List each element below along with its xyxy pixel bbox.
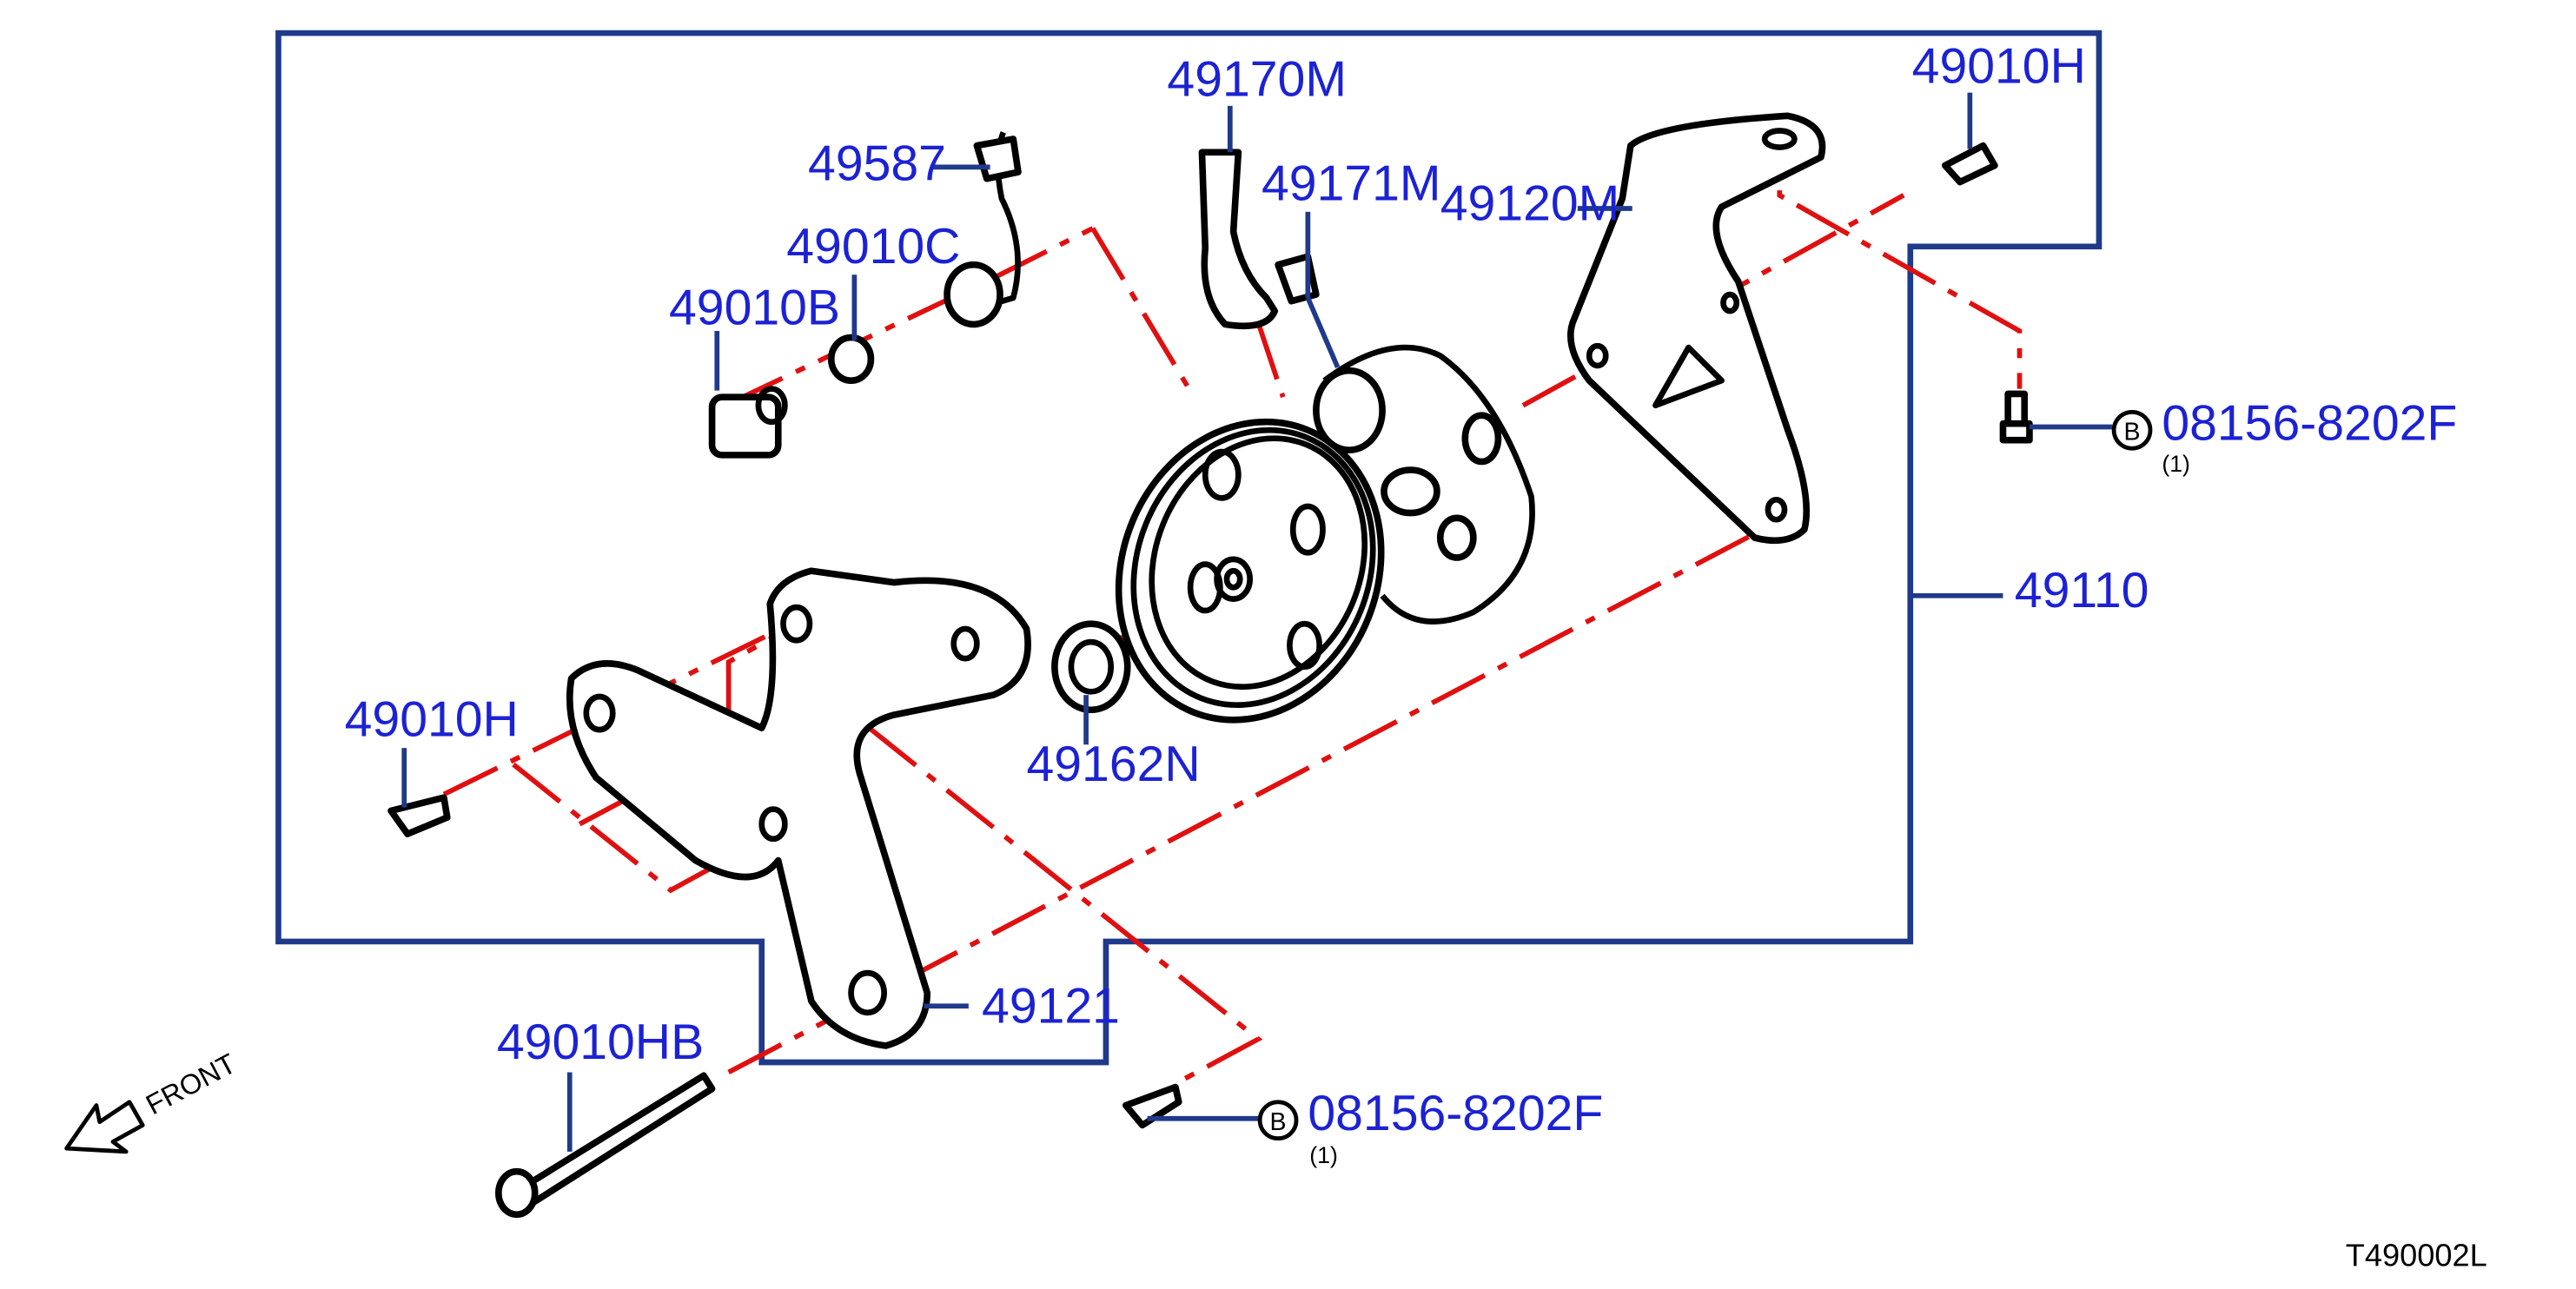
power-steering-pump-49110 xyxy=(1115,344,1535,724)
washer-49010C xyxy=(827,334,875,384)
label-49010H-left: 49010H xyxy=(345,692,519,748)
label-49120M: 49120M xyxy=(1440,175,1619,231)
bracket-49121 xyxy=(566,567,1031,1049)
qty-top: (1) xyxy=(2162,451,2190,477)
bolt-49010HB xyxy=(495,1072,716,1219)
label-49010B: 49010B xyxy=(669,280,840,335)
label-49171M: 49171M xyxy=(1262,156,1441,212)
ref-b-circle-top xyxy=(2111,409,2153,451)
qty-bottom: (1) xyxy=(1309,1142,1338,1168)
label-49587: 49587 xyxy=(808,136,946,192)
bracket-49120M xyxy=(1567,112,1826,545)
label-49010H-top: 49010H xyxy=(1912,38,2086,94)
seal-49162N xyxy=(1051,620,1131,714)
label-49162N: 49162N xyxy=(1027,737,1201,792)
label-08156-8202F-bottom: 08156-8202F xyxy=(1308,1086,1603,1141)
bolt-49010H-left xyxy=(387,794,451,837)
assembly-frame-49110 xyxy=(275,30,2103,1066)
bolt-08156-8202F-top xyxy=(1999,390,2033,444)
label-49121: 49121 xyxy=(982,978,1120,1034)
label-49010C: 49010C xyxy=(786,219,960,274)
label-49170M: 49170M xyxy=(1167,51,1346,107)
front-label: FRONT xyxy=(141,1048,242,1120)
suction-pipe-49170M xyxy=(1198,149,1279,330)
label-49010HB: 49010HB xyxy=(497,1015,704,1070)
bolt-49010H-top xyxy=(1941,142,1998,186)
label-08156-8202F-top: 08156-8202F xyxy=(2162,396,2457,452)
ref-b-letter-top: B xyxy=(2124,419,2141,446)
ref-b-letter-bottom: B xyxy=(1270,1108,1287,1136)
connector-bolt-49010B xyxy=(708,386,788,459)
label-49110: 49110 xyxy=(2015,563,2149,618)
bolt-49171M xyxy=(1275,253,1320,305)
diagram-code: T490002L xyxy=(2346,1237,2487,1272)
bolt-08156-8202F-bottom xyxy=(1122,1083,1182,1129)
leader-lines xyxy=(401,92,2113,1152)
front-arrow-icon xyxy=(64,1100,145,1154)
ref-b-circle-bottom xyxy=(1257,1100,1299,1141)
